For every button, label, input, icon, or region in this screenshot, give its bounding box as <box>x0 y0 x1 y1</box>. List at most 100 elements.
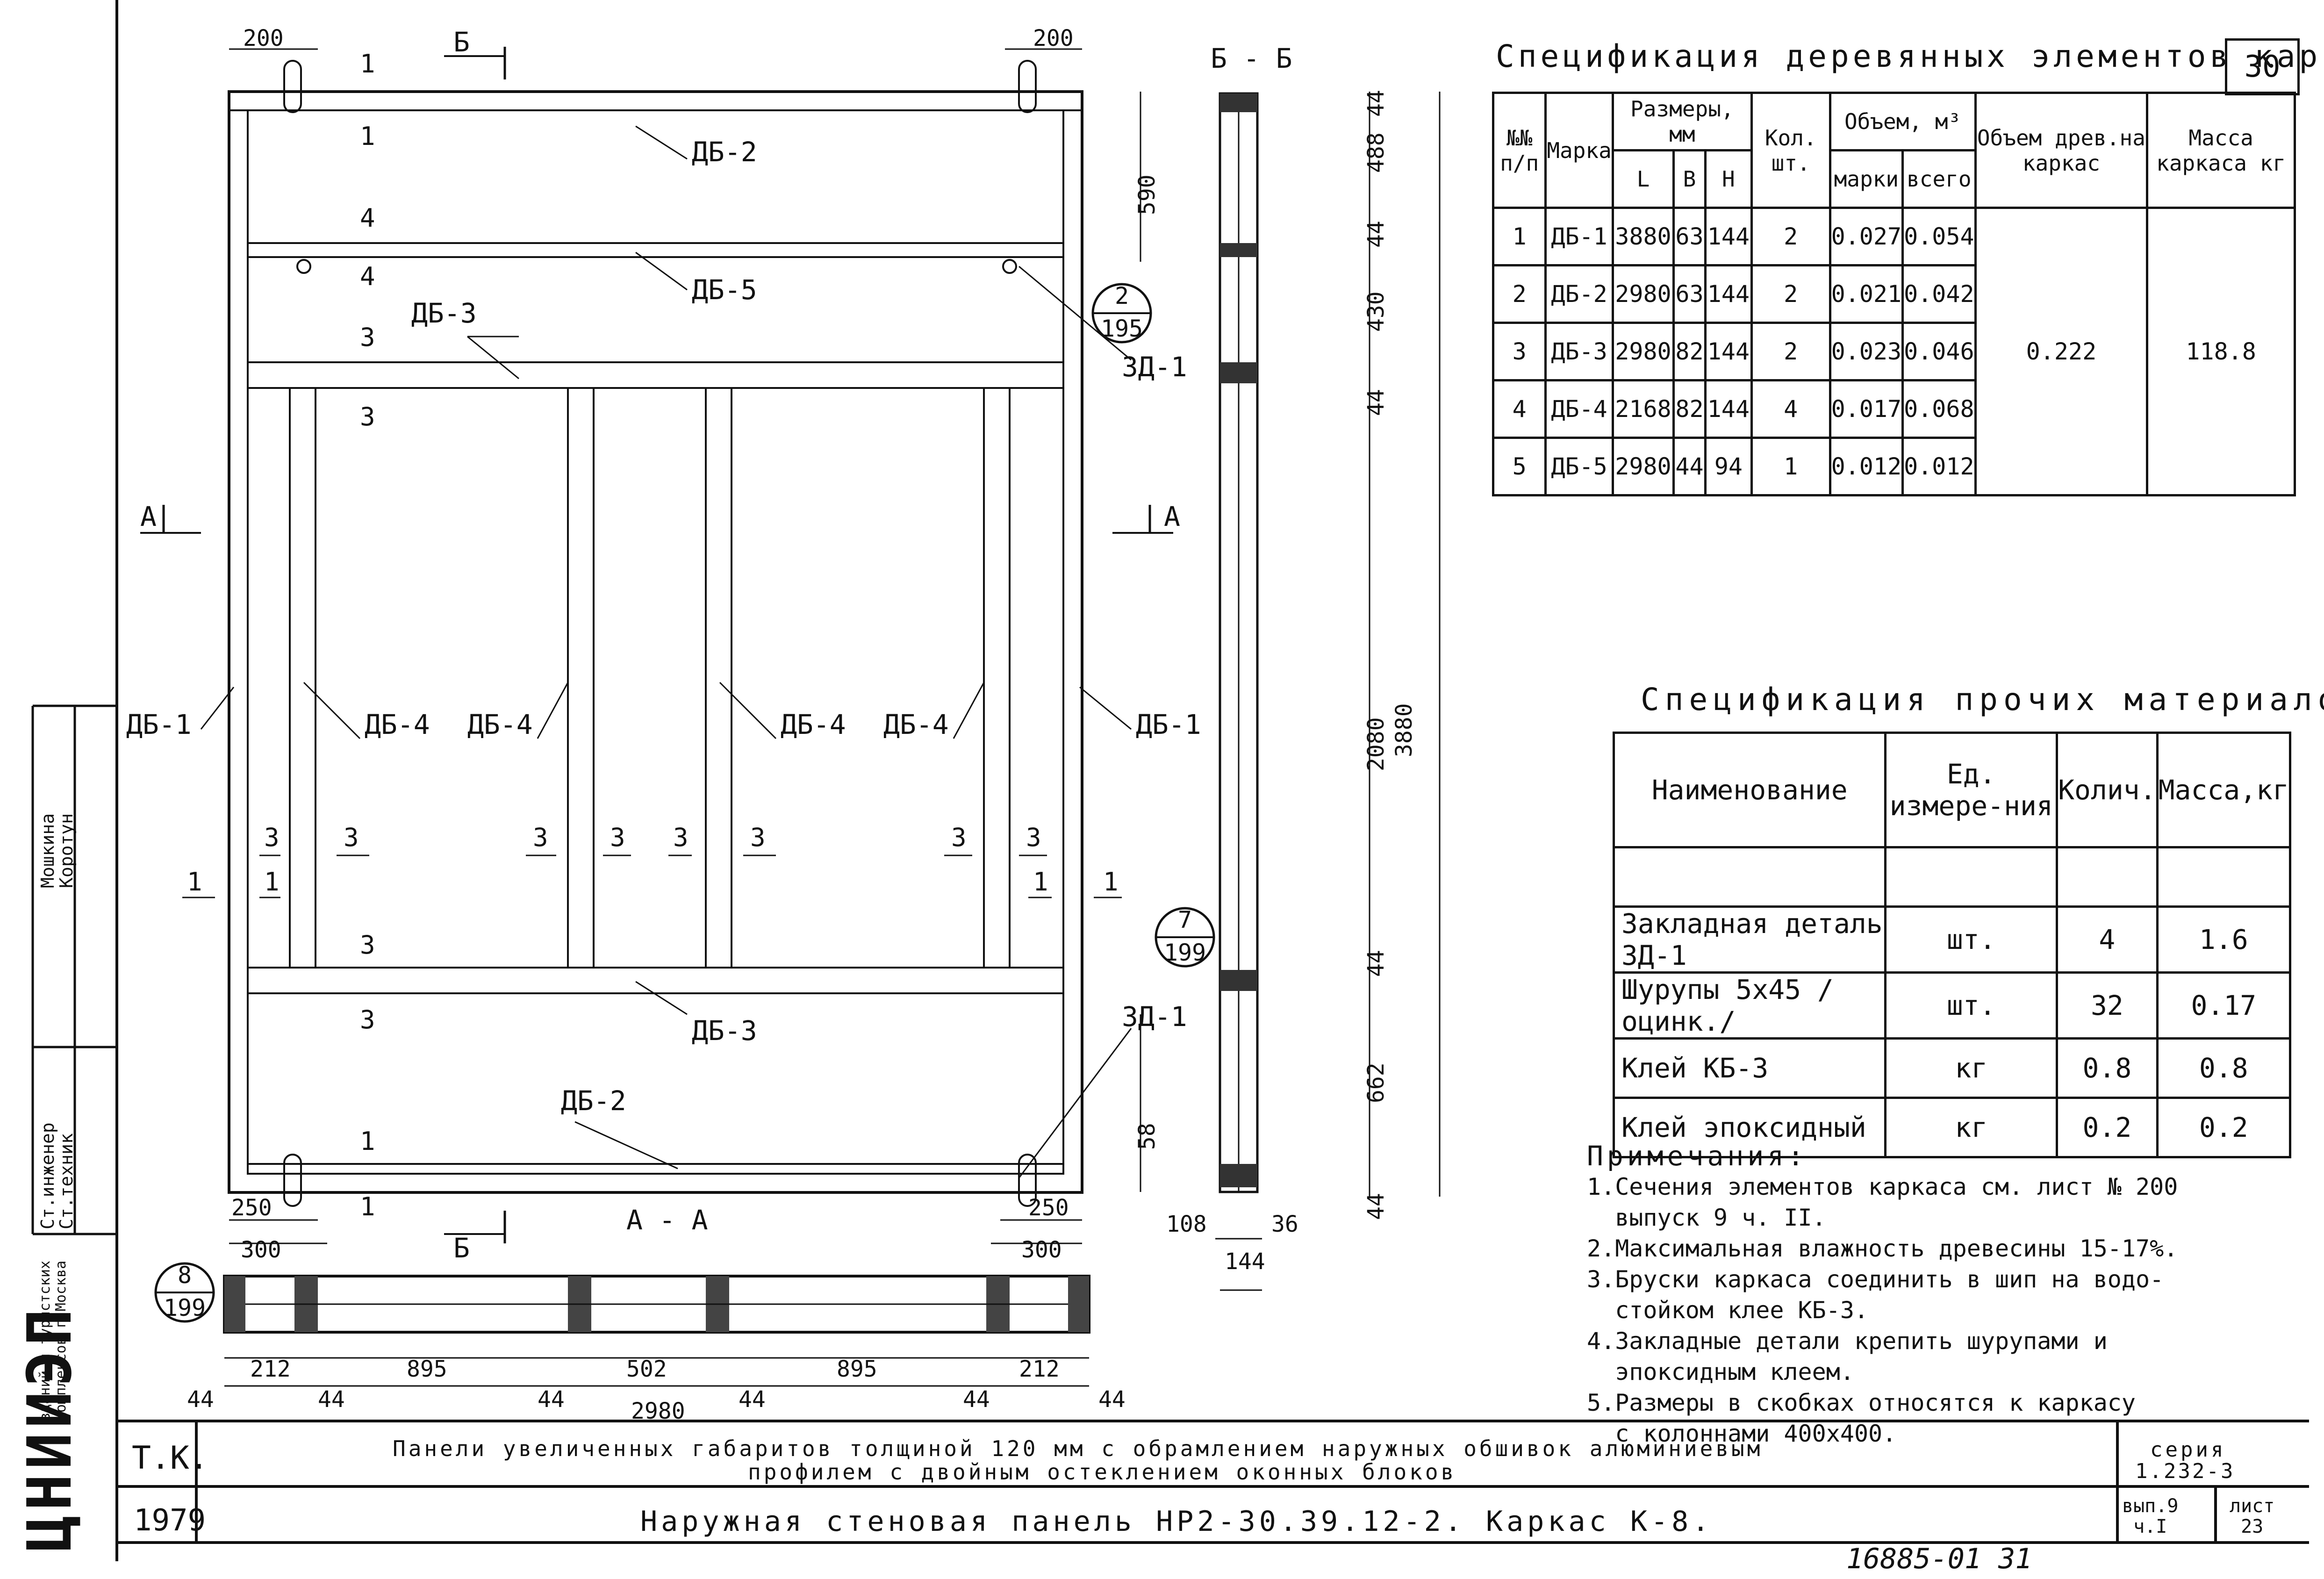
label-db3-bottom: ДБ-3 <box>692 1015 757 1047</box>
cell-qty: 4 <box>1750 379 1831 439</box>
label-zd1-top: ЗД-1 <box>1122 351 1187 383</box>
cell-b: 82 <box>1672 322 1707 381</box>
dim-44-v3: 44 <box>1363 389 1389 416</box>
dim-44-v4: 44 <box>1363 950 1389 977</box>
cell-vt: 0.042 <box>1901 264 1977 324</box>
col-num: №№ п/п <box>1492 92 1547 209</box>
table-row: Закладная деталь ЗД-1 шт. 4 1.6 <box>1612 905 2292 974</box>
dim-44-d: 44 <box>739 1386 766 1413</box>
notes: Примечания:1.Сечения элементов каркаса с… <box>1587 1141 2178 1449</box>
cell-mark: ДБ-5 <box>1544 437 1614 496</box>
dim-3880: 3880 <box>1391 703 1417 757</box>
spec-wood-title: Спецификация деревянных элементов каркас… <box>1496 38 2324 74</box>
cell-mark: ДБ-4 <box>1544 379 1614 439</box>
label-db1-right: ДБ-1 <box>1136 709 1201 740</box>
table-row: 4 ДБ-4 2168 82 144 4 0.017 0.068 <box>1492 379 2295 439</box>
col-qty: Кол. шт. <box>1750 92 1831 209</box>
cell-mass: 0.2 <box>2156 1097 2292 1158</box>
mark-1-l2: 1 <box>264 867 280 897</box>
label-section-a-right: А <box>1164 501 1180 532</box>
dim-44-v5: 44 <box>1363 1193 1389 1220</box>
cell-h: 144 <box>1704 322 1753 381</box>
note-item: 3.Бруски каркаса соединить в шип на водо… <box>1587 1266 2164 1324</box>
mark-1-top-b: 1 <box>360 122 375 151</box>
label-zd1-bottom: ЗД-1 <box>1122 1001 1187 1033</box>
callout-8-top: 8 <box>178 1262 192 1289</box>
dim-250-right: 250 <box>1028 1195 1069 1221</box>
cell-mass: 1.6 <box>2156 905 2292 974</box>
cell-vm: 0.023 <box>1829 322 1904 381</box>
cell-h: 94 <box>1704 437 1753 496</box>
mark-3-2: 3 <box>344 823 359 852</box>
note-item: 2.Максимальная влажность древесины 15-17… <box>1587 1235 2178 1262</box>
dim-36: 36 <box>1271 1211 1298 1237</box>
mark-1-bottom-a: 1 <box>360 1127 375 1156</box>
cell-n: 3 <box>1492 322 1547 381</box>
notes-title: Примечания: <box>1587 1140 1808 1172</box>
cell-mark: ДБ-1 <box>1544 207 1614 266</box>
title-block-code: Т.К. <box>132 1440 208 1477</box>
table-row: Клей эпоксидный кг 0.2 0.2 <box>1612 1097 2292 1158</box>
mark-3-5: 3 <box>673 823 689 852</box>
mark-3-a: 3 <box>360 323 375 352</box>
mark-3-7: 3 <box>951 823 967 852</box>
table-row: 3 ДБ-3 2980 82 144 2 0.023 0.046 <box>1492 322 2295 381</box>
mark-3-d: 3 <box>360 1005 375 1034</box>
person-2: Коротун <box>56 813 77 888</box>
dim-44-e: 44 <box>963 1386 990 1413</box>
frame-elevation <box>140 47 1173 1244</box>
col-vol-mark: марки <box>1829 149 1904 209</box>
dim-2080: 2080 <box>1363 717 1389 771</box>
table-row: Шурупы 5х45 /оцинк./ шт. 32 0.17 <box>1612 971 2292 1040</box>
callout-2-top: 2 <box>1115 282 1129 309</box>
col-mass: Масса,кг <box>2156 732 2292 848</box>
dim-250-left: 250 <box>231 1195 272 1221</box>
note-item: 5.Размеры в скобках относятся к каркасу … <box>1587 1389 2136 1447</box>
col-volume: Объем, м³ <box>1829 92 1977 151</box>
table-row <box>1612 846 2292 908</box>
mark-3-6: 3 <box>750 823 766 852</box>
cell-vm: 0.021 <box>1829 264 1904 324</box>
cell-b: 82 <box>1672 379 1707 439</box>
cell-n: 2 <box>1492 264 1547 324</box>
title-block-year: 1979 <box>134 1503 206 1538</box>
label-db4-4: ДБ-4 <box>883 709 949 740</box>
label-db4-3: ДБ-4 <box>781 709 846 740</box>
cell-name: Закладная деталь ЗД-1 <box>1612 905 1887 974</box>
cell-mark: ДБ-2 <box>1544 264 1614 324</box>
dim-44-f: 44 <box>1098 1386 1126 1413</box>
cell-name: Шурупы 5х45 /оцинк./ <box>1612 971 1887 1040</box>
mark-3-4: 3 <box>610 823 625 852</box>
mark-1-l1: 1 <box>187 867 202 897</box>
label-section-bb: Б - Б <box>1211 43 1292 74</box>
mark-3-1: 3 <box>264 823 280 852</box>
callout-7-199 <box>1155 907 1215 968</box>
col-mass: Масса каркаса кг <box>2146 92 2296 209</box>
dim-58: 58 <box>1134 1123 1160 1150</box>
cell-qty: 32 <box>2056 971 2159 1040</box>
cell-vt: 0.012 <box>1901 437 1977 496</box>
mark-3-3: 3 <box>533 823 548 852</box>
title-block-line1: Панели увеличенных габаритов толщиной 12… <box>393 1436 1763 1461</box>
dim-590: 590 <box>1134 174 1160 215</box>
cell-mass: 0.8 <box>2156 1037 2292 1099</box>
cell-vm: 0.027 <box>1829 207 1904 266</box>
dim-44-v2: 44 <box>1363 221 1389 248</box>
dim-2980: 2980 <box>631 1398 685 1424</box>
cell-qty: 0.2 <box>2056 1097 2159 1158</box>
dim-895-left: 895 <box>407 1356 447 1382</box>
col-vol-frame: Объем древ.на каркас <box>1974 92 2149 209</box>
cell-qty: 2 <box>1750 264 1831 324</box>
cell-vt: 0.046 <box>1901 322 1977 381</box>
label-db2-bottom: ДБ-2 <box>561 1085 626 1117</box>
dim-430: 430 <box>1363 291 1389 332</box>
archive-stamp: 16885-01 31 <box>1846 1543 2032 1575</box>
person-1: Мошкина <box>37 813 58 888</box>
col-h: H <box>1704 149 1753 209</box>
dim-212-right: 212 <box>1019 1356 1060 1382</box>
dim-200-left: 200 <box>243 25 284 51</box>
dim-300-right: 300 <box>1021 1237 1062 1263</box>
cell-l: 2980 <box>1611 322 1675 381</box>
dim-200-right: 200 <box>1033 25 1074 51</box>
